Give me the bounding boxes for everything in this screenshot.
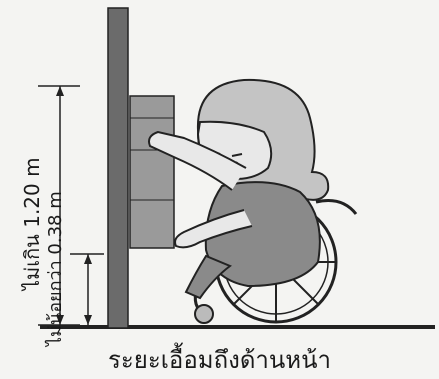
wall: [107, 7, 129, 329]
diagram-caption: ระยะเอื้อมถึงด้านหน้า: [107, 346, 331, 374]
floor-line: [40, 325, 435, 329]
dimension-lines: [38, 85, 104, 326]
shelf-box: [129, 95, 175, 249]
min-height-label: ไม่น้อยกว่า 0.38 m: [45, 191, 66, 346]
person-figure: [148, 78, 330, 300]
